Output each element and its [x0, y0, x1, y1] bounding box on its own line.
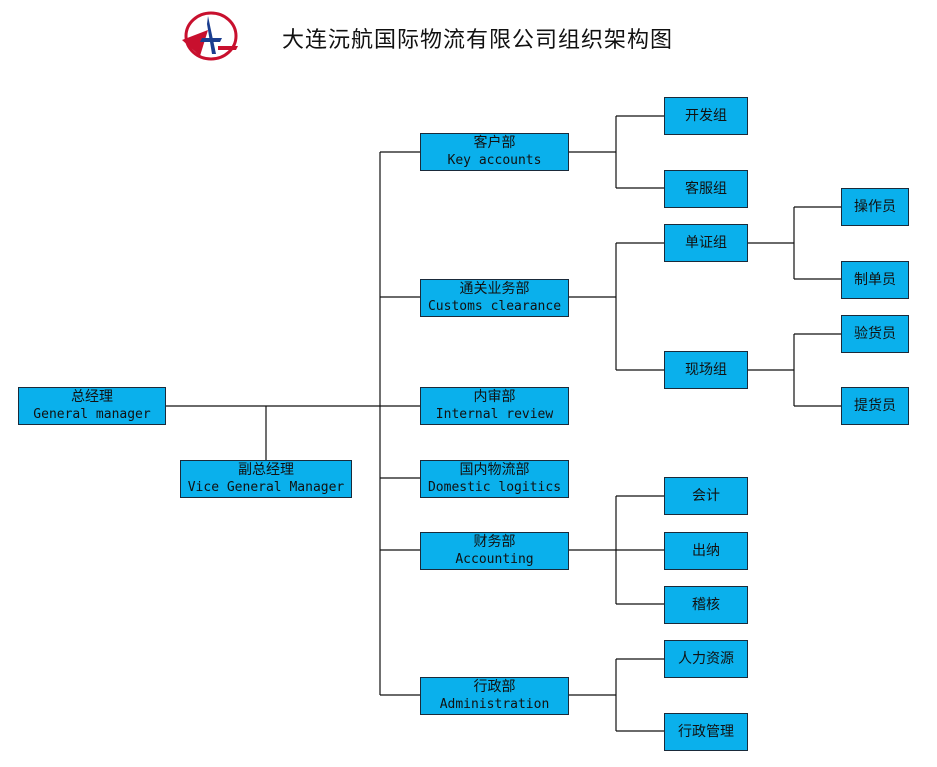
role-label: 提货员 — [854, 397, 896, 414]
group-label: 单证组 — [685, 234, 727, 251]
group-label: 现场组 — [685, 361, 727, 378]
dept-internal-review: 内审部 Internal review — [420, 387, 569, 425]
group-cashier: 出纳 — [664, 532, 748, 570]
dept-name-zh: 财务部 — [473, 534, 516, 550]
general-manager-box: 总经理 General manager — [18, 387, 166, 425]
dept-name-zh: 行政部 — [473, 679, 516, 695]
group-label: 客服组 — [685, 180, 727, 197]
page-title: 大连沅航国际物流有限公司组织架构图 — [282, 28, 674, 53]
dept-name-en: Customs clearance — [427, 299, 562, 314]
group-label: 会计 — [692, 487, 720, 504]
company-logo-icon — [182, 11, 238, 61]
group-customer-service: 客服组 — [664, 170, 748, 208]
role-label: 制单员 — [854, 271, 896, 288]
dept-name-zh: 通关业务部 — [459, 281, 530, 297]
dept-name-zh: 国内物流部 — [459, 462, 530, 478]
group-label: 稽核 — [692, 596, 720, 613]
dept-key-accounts: 客户部 Key accounts — [420, 133, 569, 171]
dept-name-en: Accounting — [455, 552, 534, 567]
dept-name-zh: 内审部 — [473, 389, 516, 405]
vice-general-manager-zh: 副总经理 — [238, 462, 294, 478]
group-field: 现场组 — [664, 351, 748, 389]
role-operator: 操作员 — [841, 188, 909, 226]
group-label: 开发组 — [685, 107, 727, 124]
dept-name-en: Administration — [439, 697, 550, 712]
role-label: 验货员 — [854, 325, 896, 342]
dept-administration: 行政部 Administration — [420, 677, 569, 715]
group-development: 开发组 — [664, 97, 748, 135]
group-label: 行政管理 — [678, 723, 734, 740]
dept-accounting: 财务部 Accounting — [420, 532, 569, 570]
group-accountant: 会计 — [664, 477, 748, 515]
group-audit: 稽核 — [664, 586, 748, 624]
dept-customs-clearance: 通关业务部 Customs clearance — [420, 279, 569, 317]
role-label: 操作员 — [854, 198, 896, 215]
general-manager-en: General manager — [33, 407, 151, 422]
dept-domestic-logistics: 国内物流部 Domestic logitics — [420, 460, 569, 498]
group-human-resources: 人力资源 — [664, 640, 748, 678]
dept-name-en: Key accounts — [447, 153, 542, 168]
vice-general-manager-en: Vice General Manager — [187, 480, 345, 495]
group-label: 人力资源 — [678, 650, 734, 667]
group-label: 出纳 — [692, 542, 720, 559]
role-document-maker: 制单员 — [841, 261, 909, 299]
dept-name-en: Internal review — [435, 407, 554, 422]
group-documents: 单证组 — [664, 224, 748, 262]
group-admin-management: 行政管理 — [664, 713, 748, 751]
role-pickup: 提货员 — [841, 387, 909, 425]
dept-name-en: Domestic logitics — [427, 480, 562, 495]
general-manager-zh: 总经理 — [71, 389, 113, 405]
dept-name-zh: 客户部 — [473, 135, 516, 151]
role-inspector: 验货员 — [841, 315, 909, 353]
vice-general-manager-box: 副总经理 Vice General Manager — [180, 460, 352, 498]
